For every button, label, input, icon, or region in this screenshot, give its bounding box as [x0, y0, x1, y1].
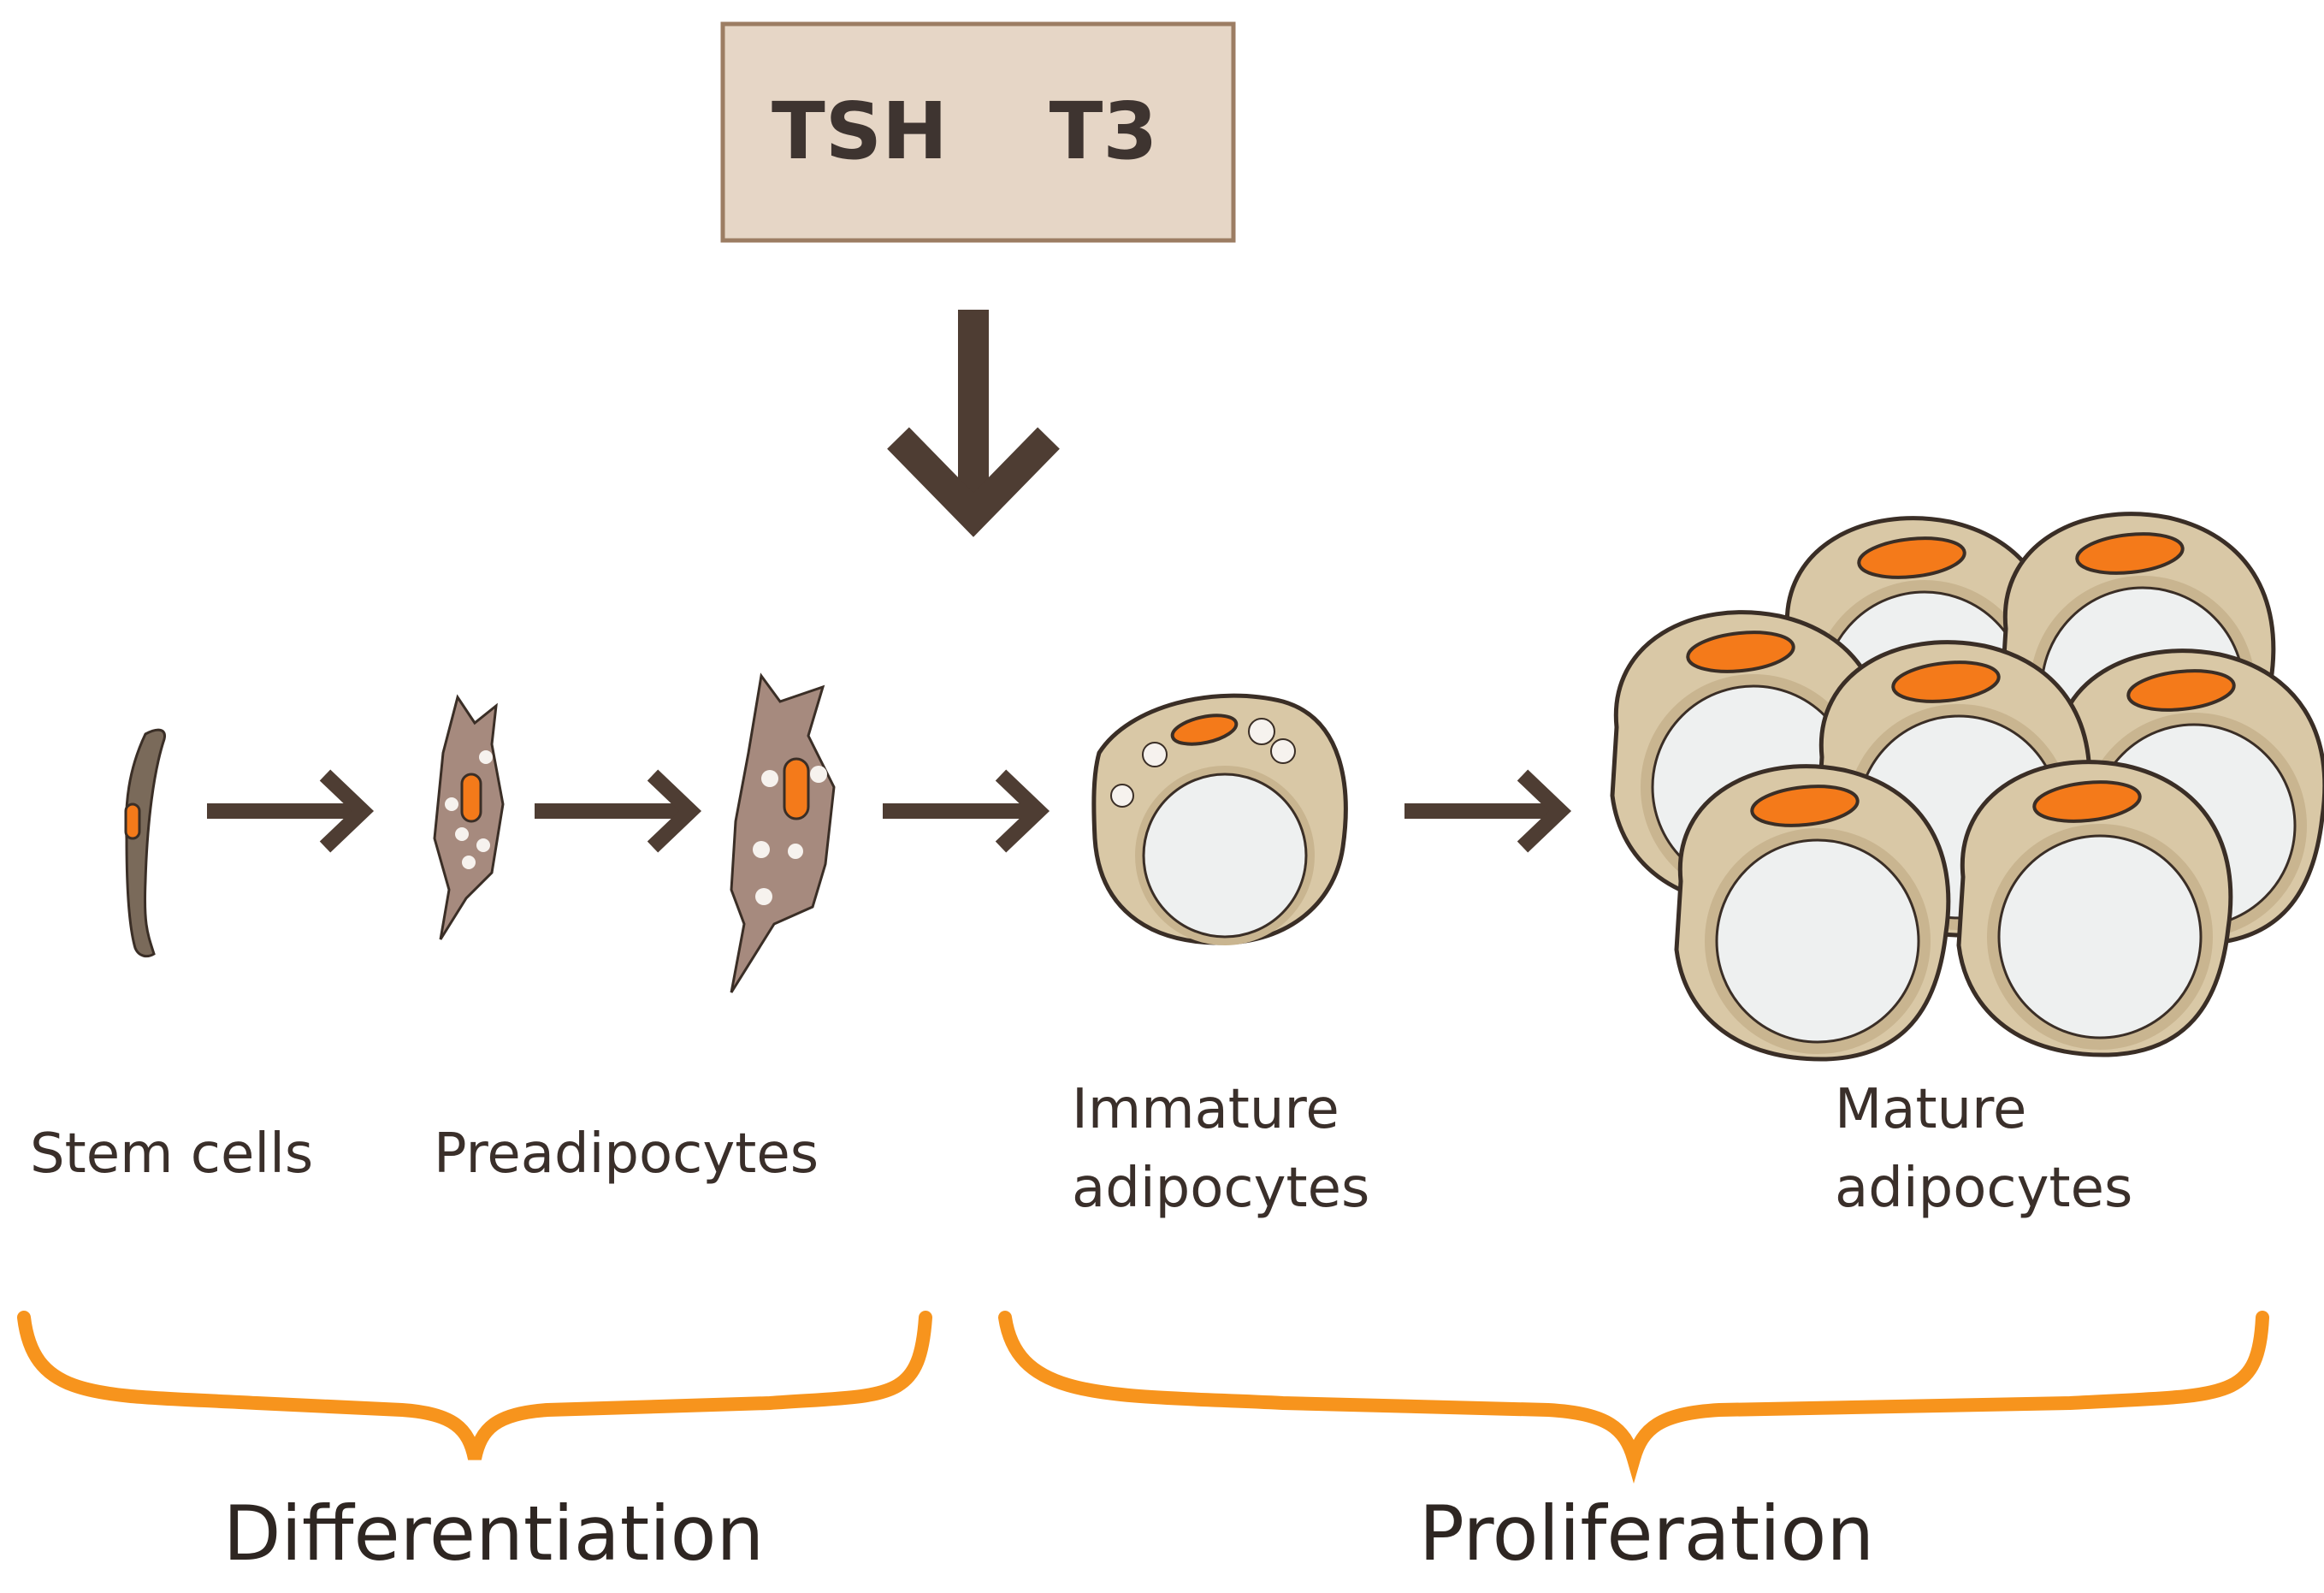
preadipocytes-label: Preadipocytes [434, 1122, 819, 1186]
t3-label: T3 [1050, 86, 1158, 177]
mature-adipocytes-label-line1: Mature [1835, 1078, 2026, 1141]
immature-adipocytes-label-line2: adipocytes [1072, 1157, 1369, 1220]
flow-arrow-3 [883, 769, 1050, 853]
flow-arrow-1 [207, 769, 375, 853]
differentiation-label: Differentiation [223, 1489, 765, 1578]
preadipocyte-small [433, 694, 505, 940]
preadipocyte-large [730, 672, 836, 993]
proliferation-label: Proliferation [1419, 1489, 1874, 1578]
stem-cell [124, 728, 167, 958]
immature-adipocytes-label-line1: Immature [1072, 1078, 1339, 1141]
flow-arrow-2 [535, 769, 702, 853]
tsh-label: TSH [772, 86, 948, 177]
mature-adipocyte [1959, 762, 2231, 1055]
mature-adipocyte-cluster [1612, 514, 2324, 1059]
mature-adipocytes-label-line2: adipocytes [1835, 1157, 2132, 1220]
stem-cells-label: Stem cells [30, 1122, 313, 1186]
differentiation-bracket [17, 1311, 932, 1460]
flow-arrow-4 [1404, 769, 1572, 853]
immature-adipocyte [1091, 693, 1348, 945]
mature-adipocyte [1676, 767, 1948, 1059]
hormone-box: TSH T3 [720, 21, 1236, 243]
hormone-down-arrow [887, 310, 1060, 537]
proliferation-bracket [998, 1311, 2269, 1484]
